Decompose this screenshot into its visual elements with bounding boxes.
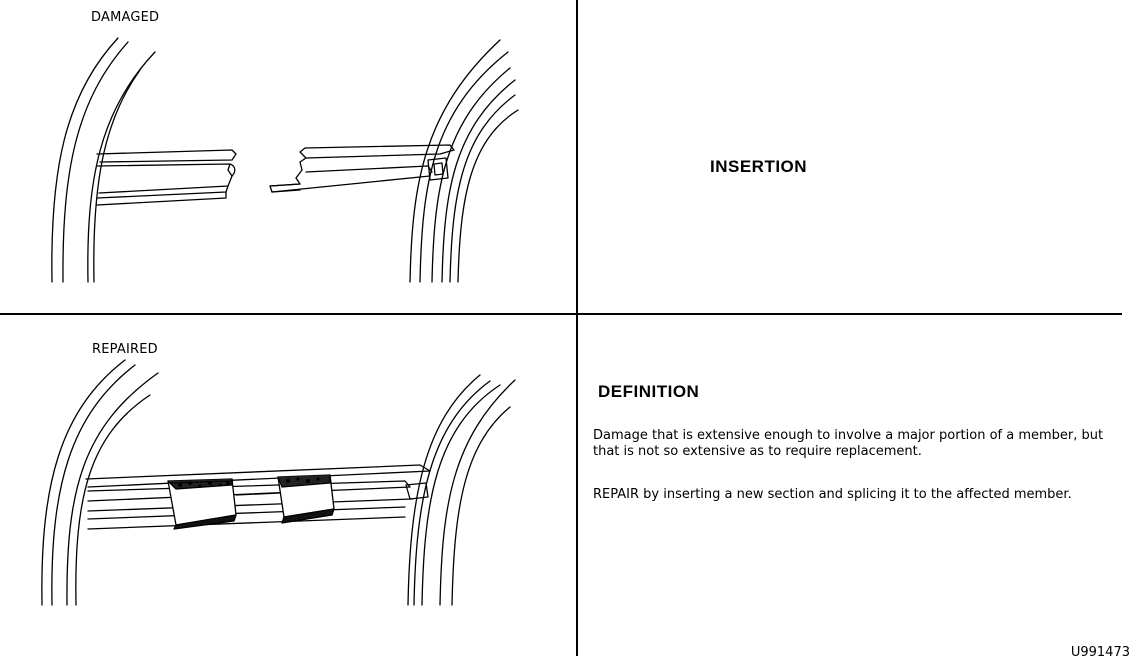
left-frame-outer	[41, 359, 126, 606]
stringer-clip	[427, 157, 449, 181]
left-frame-outer	[51, 37, 119, 283]
damaged-illustration	[51, 37, 519, 283]
right-frame-outer	[409, 39, 501, 283]
horizontal-divider	[0, 313, 1122, 315]
right-stringer	[299, 144, 455, 159]
vertical-divider	[576, 0, 578, 656]
definition-paragraph-2: REPAIR by inserting a new section and sp…	[593, 487, 1072, 502]
figure-id: U991473	[1070, 645, 1130, 660]
repaired-illustration	[41, 359, 516, 606]
left-frame-mid	[62, 41, 129, 283]
title-heading: INSERTION	[710, 157, 808, 176]
repaired-label: REPAIRED	[92, 342, 158, 357]
left-stringer	[96, 149, 237, 163]
damaged-label: DAMAGED	[91, 10, 160, 25]
repaired-stringer	[85, 464, 431, 488]
definition-heading: DEFINITION	[598, 382, 700, 401]
right-frame-outer	[407, 374, 481, 606]
left-frame-inner	[87, 51, 156, 283]
definition-paragraph-1: Damage that is extensive enough to invol…	[593, 428, 1104, 459]
